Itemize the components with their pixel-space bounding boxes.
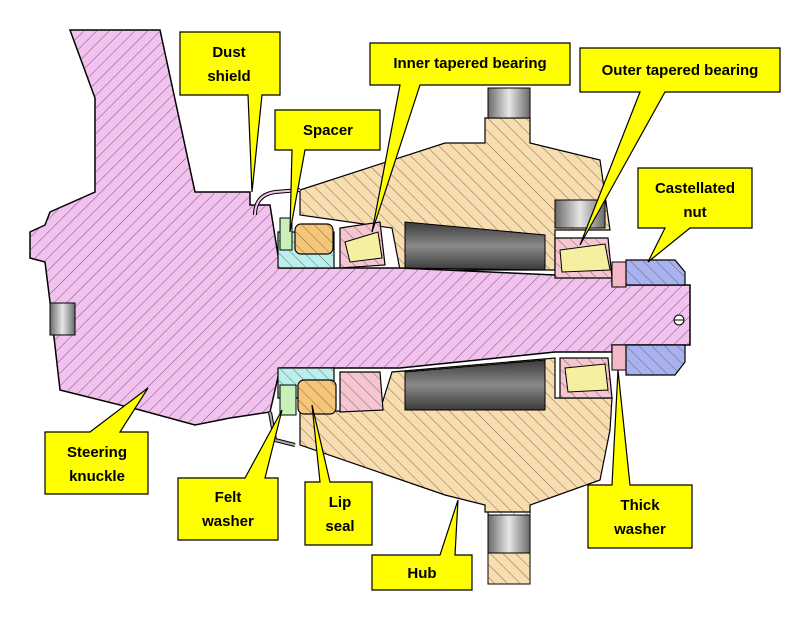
- felt-washer-part: [279, 217, 297, 416]
- castellated-nut-part: [625, 259, 686, 376]
- wheel-stud-bottom: [487, 511, 531, 585]
- outer-bearing-part: [554, 237, 613, 399]
- callout-dust-shield-line-1: Dust: [212, 44, 245, 61]
- callout-lip-seal: Lip seal: [304, 404, 373, 546]
- callout-dust-shield-line-2: shield: [207, 68, 250, 85]
- callout-dust-shield: Dust shield: [179, 31, 281, 193]
- callout-inner-bearing: Inner tapered bearing: [369, 42, 571, 233]
- callout-steering-knuckle-line-2: knuckle: [69, 468, 125, 485]
- inner-bearing-part: [339, 221, 386, 413]
- callout-castellated-nut-line-2: nut: [683, 204, 706, 221]
- callout-spacer-text: Spacer: [303, 122, 353, 139]
- callout-hub-text: Hub: [407, 565, 436, 582]
- callout-felt-washer: Felt washer: [177, 409, 283, 541]
- callout-lip-seal-line-2: seal: [325, 518, 354, 535]
- callout-thick-washer-line-2: washer: [613, 521, 666, 538]
- callout-outer-bearing: Outer tapered bearing: [579, 47, 781, 246]
- callout-castellated-nut: Castellated nut: [637, 167, 753, 263]
- callout-lip-seal-line-1: Lip: [329, 494, 352, 511]
- callout-steering-knuckle: Steering knuckle: [44, 387, 149, 495]
- callout-inner-bearing-text: Inner tapered bearing: [393, 55, 546, 72]
- callout-steering-knuckle-line-1: Steering: [67, 444, 127, 461]
- callout-felt-washer-line-2: washer: [201, 513, 254, 530]
- lip-seal-part: [294, 223, 337, 415]
- callout-felt-washer-line-1: Felt: [215, 489, 242, 506]
- callout-thick-washer-line-1: Thick: [620, 497, 660, 514]
- callout-spacer: Spacer: [274, 109, 381, 233]
- callout-hub: Hub: [371, 499, 473, 591]
- steering-knuckle-part: [29, 29, 691, 426]
- callout-thick-washer: Thick washer: [587, 369, 693, 549]
- callout-outer-bearing-text: Outer tapered bearing: [602, 62, 759, 79]
- hub-body: [299, 117, 613, 513]
- thick-washer-part: [611, 261, 627, 371]
- callout-castellated-nut-line-1: Castellated: [655, 180, 735, 197]
